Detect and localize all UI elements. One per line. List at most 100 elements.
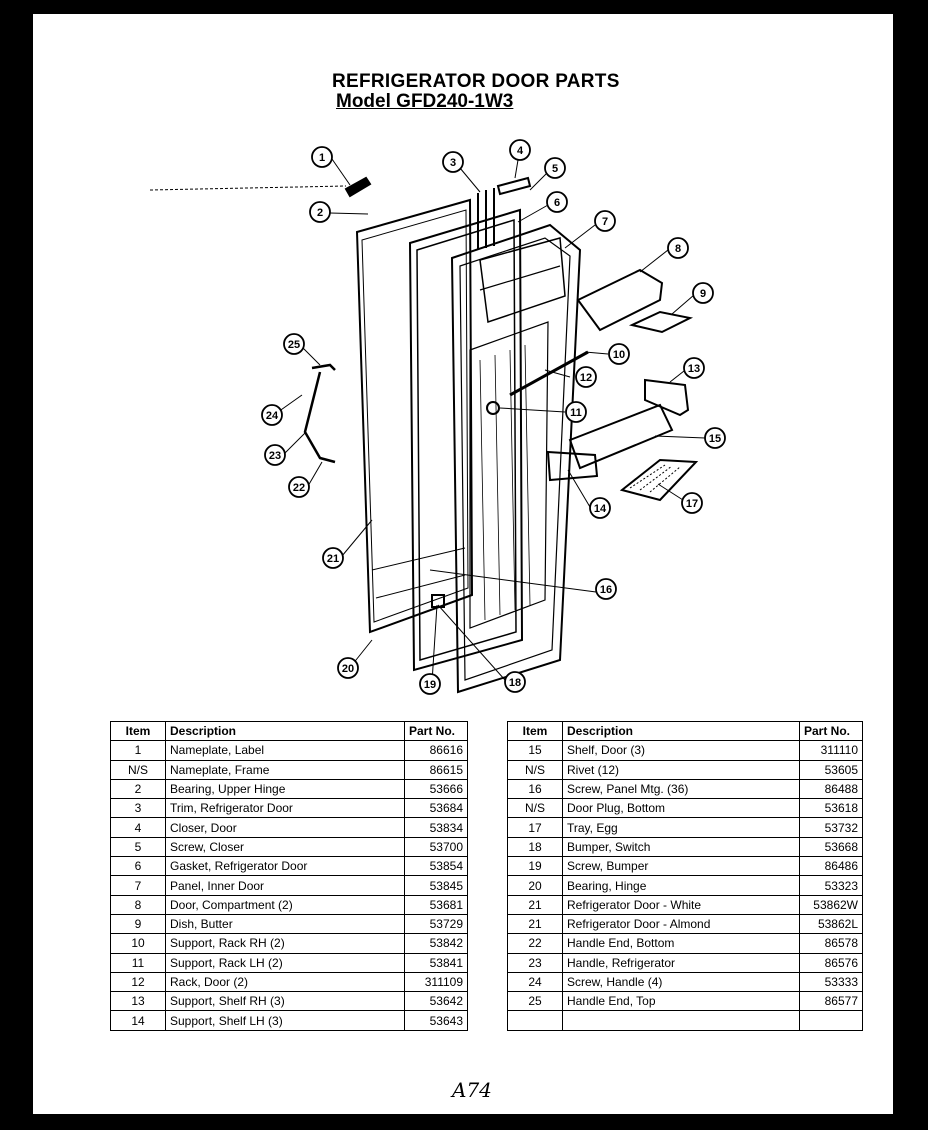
description-cell: Tray, Egg [562,817,800,838]
svg-text:7: 7 [602,216,608,228]
callout-6: 6 [546,191,568,213]
item-cell: 17 [507,817,563,838]
door-gasket [408,208,524,672]
inner-panel [450,223,582,694]
svg-text:13: 13 [688,363,700,375]
part-number-cell: 53681 [404,894,468,915]
part-number-cell: 311109 [404,971,468,993]
description-cell: Door Plug, Bottom [562,798,800,819]
item-cell: 4 [110,817,166,838]
part-number-cell: 53729 [404,913,468,935]
description-cell: Refrigerator Door - Almond [562,913,800,935]
item-cell: N/S [110,759,166,780]
part-number-cell: 53666 [404,778,468,800]
col-partno-header: Part No. [799,720,863,742]
part-number-cell: 53684 [404,798,468,819]
part-number-cell: 53643 [404,1010,468,1031]
item-cell: 13 [110,991,166,1012]
part-number-cell: 53845 [404,875,468,896]
part-number-cell: 53333 [799,971,863,993]
callout-14: 14 [589,497,611,519]
item-cell: 1 [110,740,166,761]
description-cell: Trim, Refrigerator Door [165,798,405,819]
part-number-cell: 53842 [404,933,468,954]
col-item-header: Item [110,720,166,742]
description-cell [562,1010,800,1031]
description-cell: Bearing, Hinge [562,875,800,896]
item-cell: 15 [507,740,563,761]
table-header-row: Item Description Part No. [507,720,863,742]
callout-12: 12 [575,366,597,388]
description-cell: Bearing, Upper Hinge [165,778,405,800]
description-cell: Gasket, Refrigerator Door [165,856,405,877]
col-description-header: Description [562,720,800,742]
svg-text:12: 12 [580,372,592,384]
egg-tray [619,458,699,502]
door-outer [355,198,474,634]
callout-25: 25 [283,333,305,355]
callout-23: 23 [264,444,286,466]
svg-text:20: 20 [342,663,354,675]
table-header-row: Item Description Part No. [110,720,468,742]
callout-15: 15 [704,427,726,449]
part-number-cell: 53323 [799,875,863,896]
compartment-door [576,268,664,332]
item-cell: 2 [110,778,166,800]
item-cell: 6 [110,856,166,877]
item-cell: 23 [507,952,563,973]
svg-text:16: 16 [600,584,612,596]
exploded-door-diagram: 1 2 3 4 5 6 7 8 9 10 11 12 13 14 15 16 1… [149,139,726,695]
svg-text:6: 6 [554,197,560,209]
item-cell: 11 [110,952,166,973]
callout-16: 16 [595,578,617,600]
svg-text:4: 4 [517,145,524,157]
item-cell: 22 [507,933,563,954]
item-cell: N/S [507,798,563,819]
callout-17: 17 [681,492,703,514]
table-row [507,1010,863,1031]
item-cell: 10 [110,933,166,954]
item-cell: N/S [507,759,563,780]
description-cell: Nameplate, Label [165,740,405,761]
description-cell: Support, Shelf LH (3) [165,1010,405,1031]
description-cell: Bumper, Switch [562,836,800,858]
description-cell: Support, Rack RH (2) [165,933,405,954]
page-title: REFRIGERATOR DOOR PARTS [332,71,620,92]
title-block: REFRIGERATOR DOOR PARTS Model GFD240-1W3 [332,72,620,112]
part-number-cell: 86486 [799,856,863,877]
description-cell: Support, Rack LH (2) [165,952,405,973]
callout-18: 18 [504,671,526,693]
col-description-header: Description [165,720,405,742]
svg-text:9: 9 [700,288,706,300]
svg-text:15: 15 [709,433,721,445]
svg-text:18: 18 [509,677,521,689]
svg-text:10: 10 [613,349,625,361]
callout-24: 24 [261,404,283,426]
part-number-cell: 86615 [404,759,468,780]
part-number-cell: 53618 [799,798,863,819]
part-number-cell: 86488 [799,778,863,800]
door-shelf [568,403,674,470]
part-number-cell: 86576 [799,952,863,973]
model-number: Model GFD240-1W3 [336,91,514,112]
description-cell: Screw, Panel Mtg. (36) [562,778,800,800]
callout-5: 5 [544,157,566,179]
callout-10: 10 [608,343,630,365]
part-number-cell: 53668 [799,836,863,858]
description-cell: Screw, Closer [165,836,405,858]
